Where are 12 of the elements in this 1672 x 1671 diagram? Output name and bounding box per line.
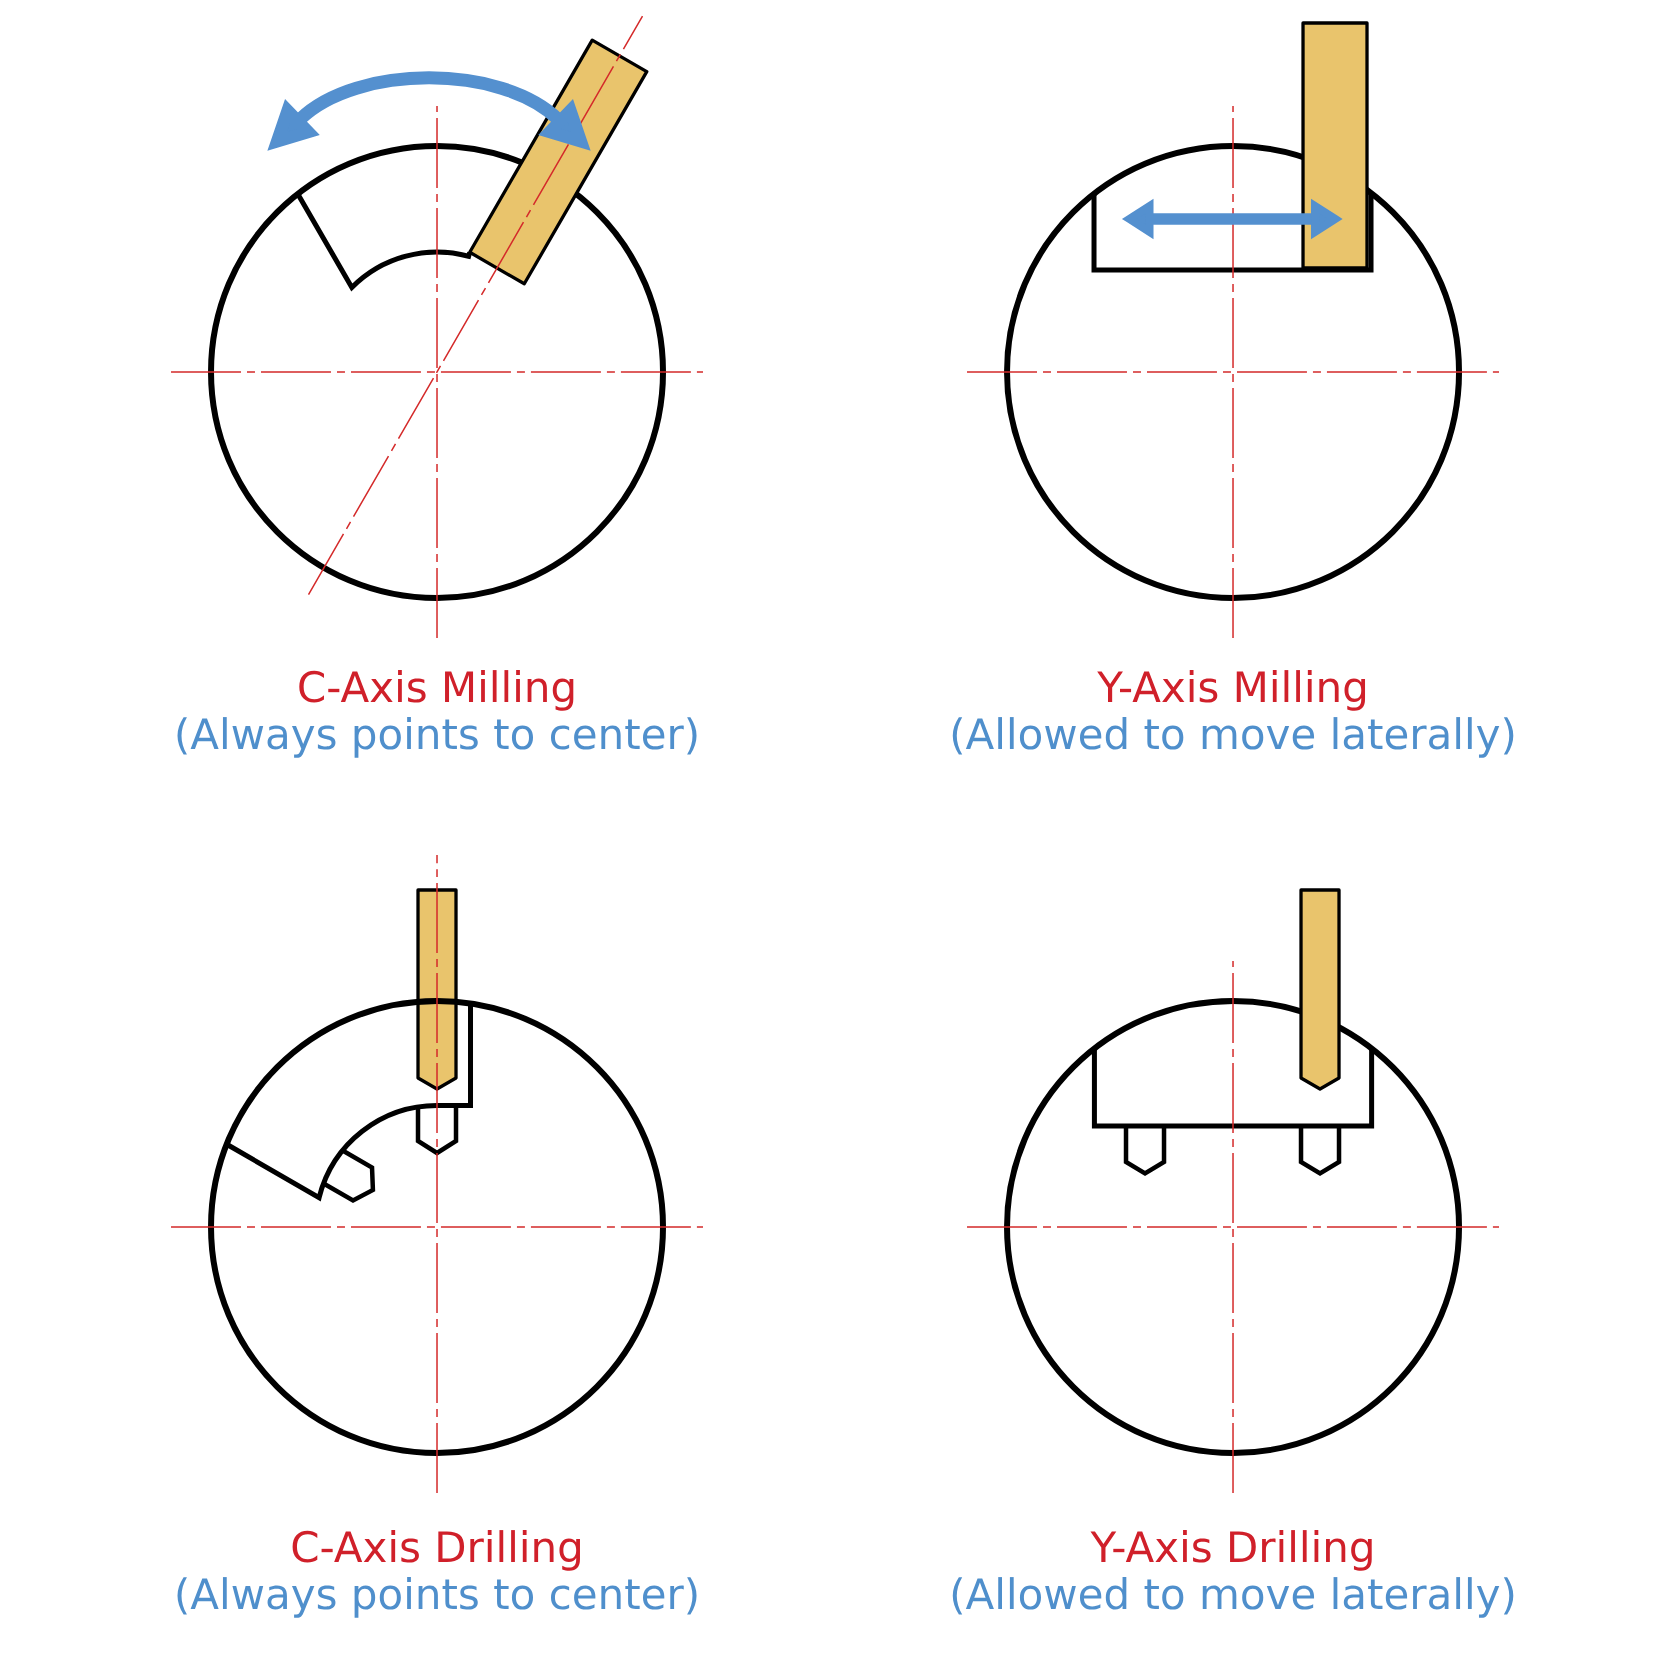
panel-subtitle: (Allowed to move laterally): [952, 1577, 1514, 1618]
panel-title: Y-Axis Milling: [1097, 670, 1366, 711]
panel-title: Y-Axis Drilling: [1090, 1530, 1372, 1571]
drill-bit: [416, 888, 458, 1091]
panel-title: C-Axis Drilling: [292, 1530, 580, 1571]
panel-subtitle: (Always points to center): [177, 1577, 697, 1618]
panel-subtitle: (Allowed to move laterally): [952, 717, 1514, 758]
panel-title: C-Axis Milling: [299, 670, 574, 711]
drill-bit: [1299, 888, 1341, 1091]
panel-subtitle: (Always points to center): [177, 717, 697, 758]
milling-cutter: [468, 38, 649, 286]
milling-cutter: [1301, 21, 1369, 270]
